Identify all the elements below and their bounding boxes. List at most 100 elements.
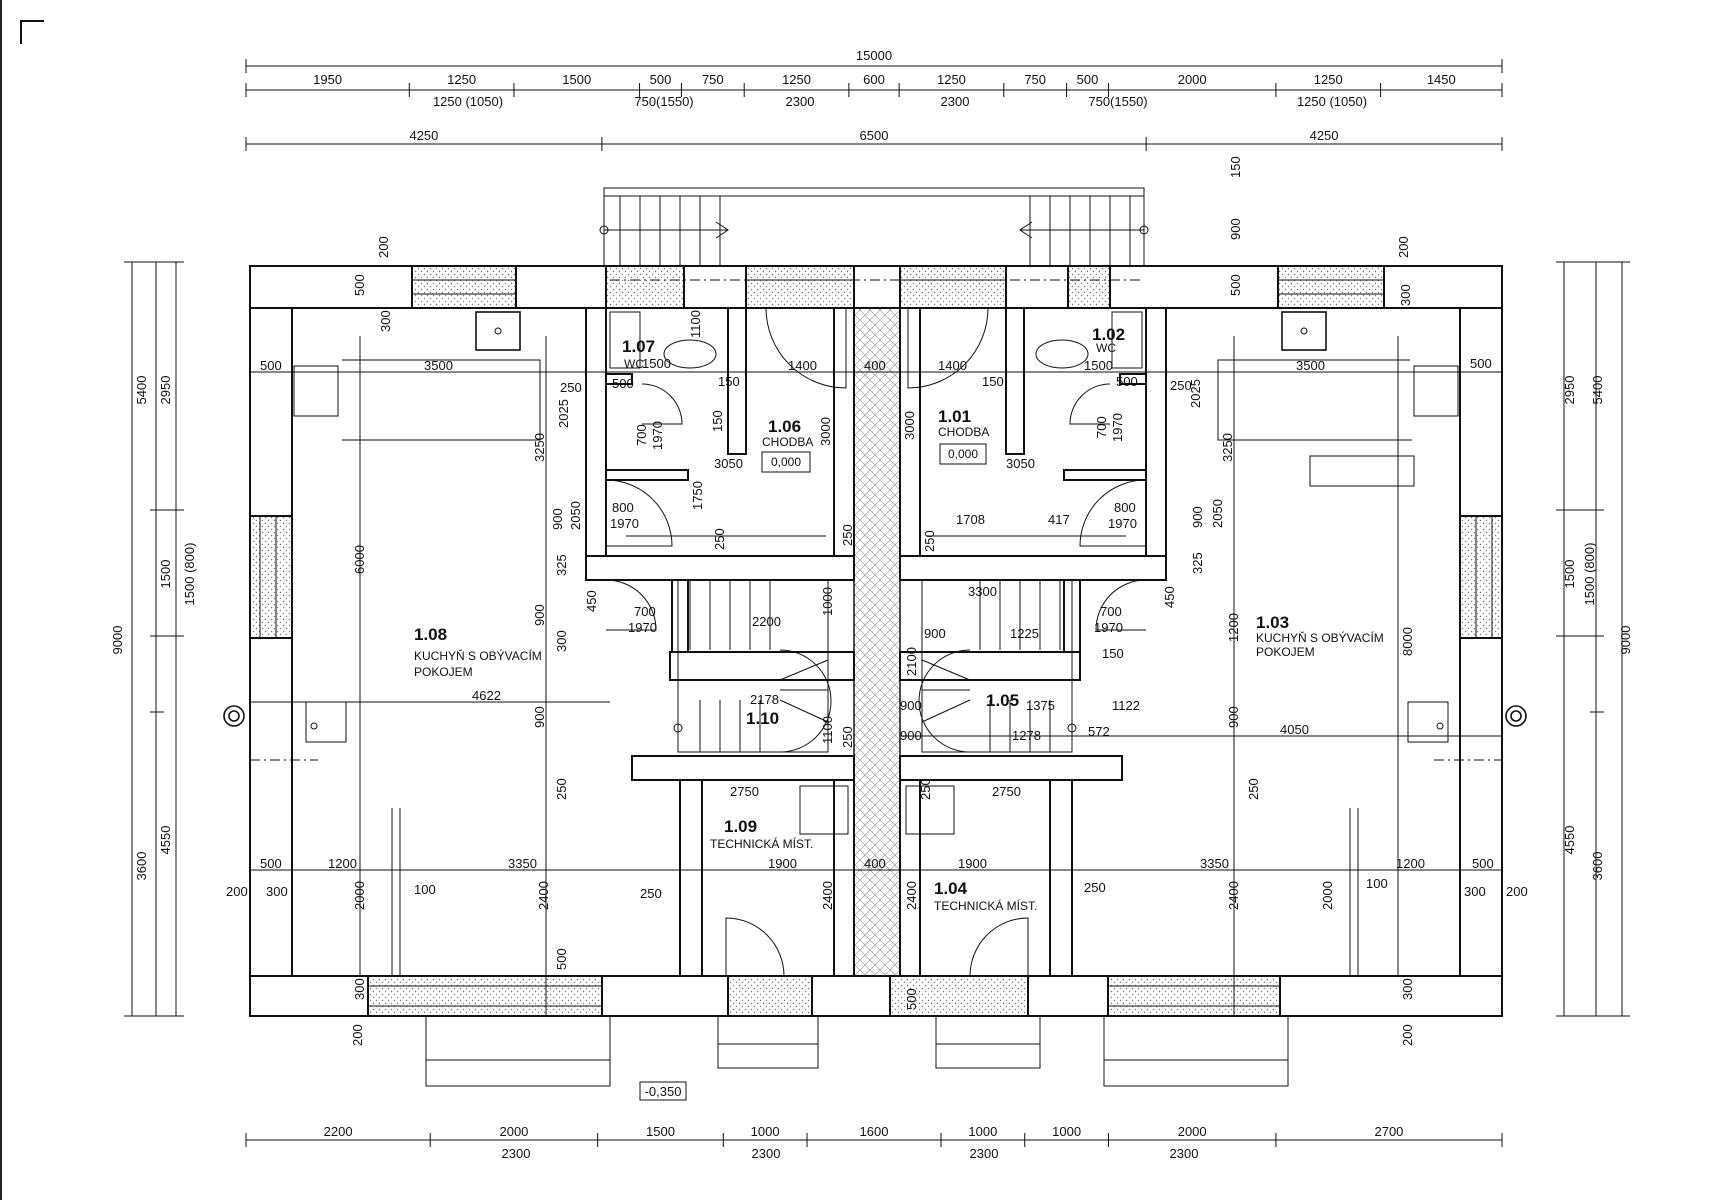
level-box [761,451,811,473]
svg-text:1970: 1970 [1108,516,1137,531]
right-dim: 3600 [1590,852,1605,881]
bottom-dim: 1500 [646,1124,675,1139]
top-dim-sub: 1250 (1050) [1297,94,1367,109]
svg-text:3350: 3350 [508,856,537,871]
svg-text:250: 250 [918,778,933,800]
svg-text:1122: 1122 [1112,698,1140,713]
bottom-dim: 2200 [324,1124,353,1139]
svg-text:500: 500 [1228,274,1243,296]
svg-text:1970: 1970 [628,620,657,635]
svg-text:3250: 3250 [532,433,547,462]
top-dim: 500 [1077,72,1099,87]
room-number: 1.10 [746,709,779,728]
svg-text:1970: 1970 [1094,620,1123,635]
room-name: CHODBA [762,435,813,449]
level-mark-box [639,1081,687,1101]
svg-text:1900: 1900 [768,856,797,871]
left-dim: 3600 [134,852,149,881]
svg-text:2025: 2025 [1188,379,1203,408]
entrance-canopy [599,187,1149,267]
svg-text:900: 900 [532,706,547,728]
svg-text:150: 150 [1228,156,1243,178]
svg-text:300: 300 [352,978,367,1000]
svg-text:300: 300 [554,630,569,652]
svg-text:500: 500 [612,376,634,391]
svg-text:700: 700 [1094,416,1109,438]
room-name: KUCHYŇ S OBÝVACÍM [1256,630,1384,645]
bottom-dim: 1000 [751,1124,780,1139]
svg-text:700: 700 [634,424,649,446]
svg-text:200: 200 [1396,236,1411,258]
stair-left [673,579,832,753]
svg-text:1970: 1970 [650,421,665,450]
top-dim-sub: 1250 (1050) [433,94,503,109]
right-dimension-lines [1556,261,1630,1017]
svg-text:250: 250 [640,886,662,901]
svg-text:1708: 1708 [956,512,985,527]
svg-text:100: 100 [1366,876,1388,891]
bottom-dim: 1000 [968,1124,997,1139]
left-dim: 5400 [134,376,149,405]
svg-text:1500: 1500 [1084,358,1113,373]
svg-text:150: 150 [710,410,725,432]
svg-text:3350: 3350 [1200,856,1229,871]
svg-text:900: 900 [900,728,922,743]
svg-text:325: 325 [554,554,569,576]
svg-text:900: 900 [1228,218,1243,240]
top-dim-sub: 2300 [941,94,970,109]
svg-text:2200: 2200 [752,614,781,629]
top-dim: 1250 [937,72,966,87]
top-dim-sub: 750(1550) [1088,94,1147,109]
bottom-dim: 2000 [499,1124,528,1139]
room-number: 1.04 [934,879,968,898]
svg-text:400: 400 [864,358,886,373]
svg-text:3500: 3500 [1296,358,1325,373]
svg-text:300: 300 [378,310,393,332]
svg-text:3000: 3000 [818,417,833,446]
level-box [939,443,987,465]
top-dim: 2000 [1178,72,1207,87]
svg-text:900: 900 [532,604,547,626]
bottom-dim-row2: 2300 [752,1146,781,1161]
svg-text:2750: 2750 [730,784,759,799]
top-dim: 1500 [562,72,591,87]
svg-text:3500: 3500 [424,358,453,373]
room-number: 1.07 [622,337,655,356]
svg-text:250: 250 [712,528,727,550]
svg-text:4050: 4050 [1280,722,1309,737]
bottom-dim-row2: 2300 [970,1146,999,1161]
svg-text:2100: 2100 [904,647,919,676]
top-dim: 1250 [1314,72,1343,87]
svg-text:500: 500 [1470,356,1492,371]
svg-text:200: 200 [1506,884,1528,899]
svg-text:500: 500 [904,988,919,1010]
top-dim: 600 [863,72,885,87]
svg-text:572: 572 [1088,724,1110,739]
svg-text:250: 250 [1084,880,1106,895]
room-name: WC [1096,341,1116,355]
svg-text:500: 500 [554,948,569,970]
stair-right [918,579,1077,753]
svg-text:900: 900 [1226,706,1241,728]
top-dim: 1250 [782,72,811,87]
svg-text:3250: 3250 [1220,433,1235,462]
svg-text:300: 300 [1400,978,1415,1000]
room-number: 1.05 [986,691,1019,710]
sheet-corner-mark [20,20,44,44]
svg-text:450: 450 [1162,586,1177,608]
svg-text:6000: 6000 [352,545,367,574]
left-dimension-lines [124,261,184,1017]
svg-text:700: 700 [1100,604,1122,619]
svg-text:900: 900 [550,508,565,530]
svg-text:1000: 1000 [820,587,835,616]
right-dim: 2950 [1562,376,1577,405]
svg-text:500: 500 [1472,856,1494,871]
top-dimension-lines [245,59,1503,151]
svg-text:700: 700 [634,604,656,619]
svg-text:325: 325 [1190,552,1205,574]
top-dim-sub: 2300 [786,94,815,109]
svg-text:1400: 1400 [938,358,967,373]
